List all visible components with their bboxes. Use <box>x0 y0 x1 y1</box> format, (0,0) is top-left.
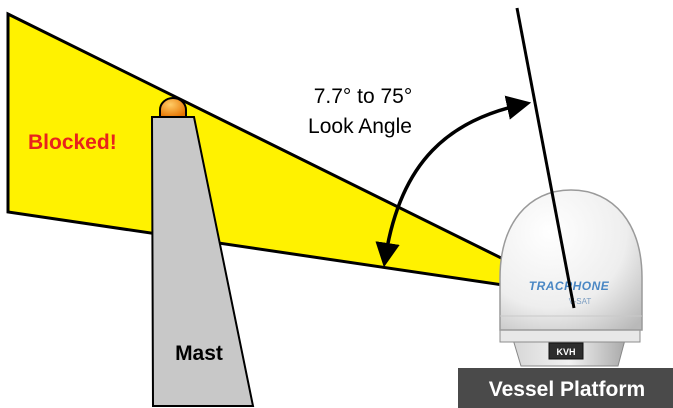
look-angle-range: 7.7° to 75° <box>314 85 413 108</box>
blocked-label: Blocked! <box>28 131 117 154</box>
vessel-platform-label: Vessel Platform <box>489 378 645 401</box>
look-angle-line <box>515 7 576 309</box>
look-angle-arrow <box>375 95 532 268</box>
radome-dome <box>499 189 643 331</box>
beacon-light <box>159 97 187 118</box>
dome-model: V-SAT <box>569 297 592 306</box>
mast-label: Mast <box>175 342 223 365</box>
pedestal-logo: KVH <box>556 347 575 357</box>
blocked-beam-wedge <box>6 11 579 298</box>
radome-assembly: KVH TRACPHONE V-SAT <box>499 189 643 367</box>
vessel-platform <box>458 368 673 408</box>
look-angle-label: Look Angle <box>308 115 412 138</box>
